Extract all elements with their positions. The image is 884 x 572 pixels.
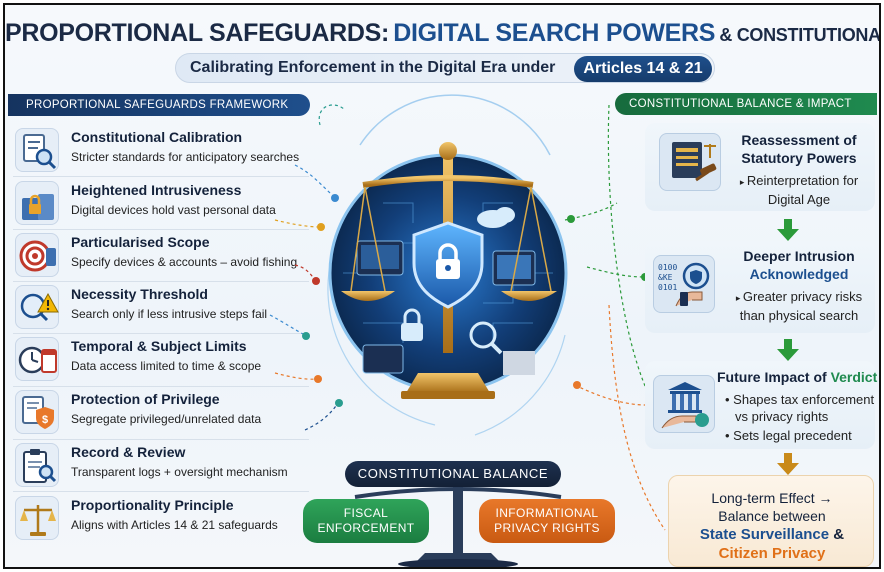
- articles-pill: Articles 14 & 21: [574, 56, 712, 82]
- ampersand-text: &: [833, 526, 845, 543]
- card3-bullet2: Sets legal precedent: [733, 428, 852, 443]
- card3-bullets: • Shapes tax enforcement vs privacy righ…: [719, 391, 875, 444]
- card3-bullet1-line1: Shapes tax enforcement: [733, 392, 875, 407]
- framework-item-heading: Necessity Threshold: [71, 286, 208, 302]
- subtitle-banner: Calibrating Enforcement in the Digital E…: [175, 53, 715, 83]
- scales-icon: [15, 496, 59, 540]
- framework-item: Particularised Scope Specify devices & a…: [11, 231, 321, 281]
- framework-item-heading: Record & Review: [71, 444, 186, 460]
- framework-item: Proportionality Principle Aligns with Ar…: [11, 494, 321, 544]
- shield-document-icon: $: [15, 390, 59, 434]
- impact-card-statutory: Reassessment of Statutory Powers ▸ Reint…: [645, 123, 875, 211]
- card3-title-accent: Verdict: [830, 369, 878, 385]
- divider: [13, 176, 309, 177]
- final-line4: Citizen Privacy: [718, 545, 826, 562]
- svg-text:$: $: [42, 414, 48, 426]
- warning-magnifier-icon: [15, 285, 59, 329]
- framework-item-heading: Heightened Intrusiveness: [71, 182, 242, 198]
- framework-item-heading: Proportionality Principle: [71, 497, 234, 513]
- bullet-arrow-icon: ▸: [735, 293, 743, 303]
- framework-item-desc: Search only if less intrusive steps fail: [71, 307, 268, 321]
- framework-item-desc: Transparent logs + oversight mechanism: [71, 465, 288, 479]
- divider: [13, 491, 309, 492]
- framework-item-desc: Specify devices & accounts – avoid fishi…: [71, 255, 298, 269]
- privacy-line2: PRIVACY RIGHTS: [494, 521, 600, 535]
- framework-item-heading: Protection of Privilege: [71, 391, 220, 407]
- card2-title-line2: Acknowledged: [749, 266, 849, 282]
- divider: [13, 333, 309, 334]
- framework-item: Heightened Intrusiveness Digital devices…: [11, 179, 321, 229]
- clipboard-magnifier-icon: [15, 443, 59, 487]
- bottom-scale-illustration: [354, 485, 562, 567]
- svg-text:&KE: &KE: [658, 273, 673, 282]
- framework-item-desc: Digital devices hold vast personal data: [71, 203, 276, 217]
- framework-header: PROPORTIONAL SAFEGUARDS FRAMEWORK: [8, 94, 310, 116]
- framework-item: Record & Review Transparent logs + overs…: [11, 441, 321, 491]
- framework-item-desc: Stricter standards for anticipatory sear…: [71, 150, 300, 164]
- down-arrow-icon: [777, 339, 799, 361]
- bullet-arrow-icon: ▸: [739, 177, 747, 187]
- divider: [13, 439, 309, 440]
- framework-item-heading: Particularised Scope: [71, 234, 210, 250]
- card2-bullet: ▸ Greater privacy risks than physical se…: [727, 288, 871, 324]
- card3-title-text: Future Impact of: [717, 369, 827, 385]
- divider: [13, 229, 309, 230]
- card1-title-line1: Reassessment of: [741, 132, 857, 148]
- card1-title: Reassessment of Statutory Powers: [727, 131, 871, 167]
- framework-item-heading: Constitutional Calibration: [71, 129, 243, 145]
- framework-item-heading: Temporal & Subject Limits: [71, 338, 247, 354]
- institution-hand-icon: [653, 375, 715, 433]
- down-arrow-icon: [777, 219, 799, 241]
- infographic-frame: PROPORTIONAL SAFEGUARDS: DIGITAL SEARCH …: [3, 3, 881, 569]
- framework-item: Necessity Threshold Search only if less …: [11, 283, 321, 333]
- card2-title-line1: Deeper Intrusion: [743, 248, 855, 264]
- constitutional-balance-label: CONSTITUTIONAL BALANCE: [345, 461, 561, 487]
- title-part2: DIGITAL SEARCH POWERS: [393, 19, 716, 47]
- card3-bullet1-line2: vs privacy rights: [735, 409, 829, 424]
- fiscal-line1: FISCAL: [343, 506, 389, 520]
- state-surveillance-text: State Surveillance: [699, 526, 830, 543]
- card1-bullet: ▸ Reinterpretation for Digital Age: [727, 172, 871, 208]
- framework-item: Temporal & Subject Limits Data access li…: [11, 335, 321, 385]
- title-part1: PROPORTIONAL SAFEGUARDS:: [5, 19, 390, 47]
- down-arrow-icon: [777, 453, 799, 475]
- fiscal-enforcement-box: FISCAL ENFORCEMENT: [303, 499, 429, 543]
- fiscal-line2: ENFORCEMENT: [317, 521, 415, 535]
- courthouse-gavel-icon: [659, 133, 721, 191]
- final-line1: Long-term Effect →: [711, 490, 833, 506]
- clock-calendar-icon: [15, 337, 59, 381]
- privacy-line1: INFORMATIONAL: [495, 506, 599, 520]
- impact-header: CONSTITUTIONAL BALANCE & IMPACT: [615, 93, 877, 115]
- page-title: PROPORTIONAL SAFEGUARDS: DIGITAL SEARCH …: [5, 19, 879, 48]
- subtitle-text: Calibrating Enforcement in the Digital E…: [190, 59, 556, 76]
- final-line3: State Surveillance &: [669, 526, 875, 543]
- framework-item-desc: Aligns with Articles 14 & 21 safeguards: [71, 518, 278, 532]
- privacy-rights-box: INFORMATIONAL PRIVACY RIGHTS: [479, 499, 615, 543]
- card1-bullet-line2: Digital Age: [767, 192, 831, 207]
- target-icon: [15, 233, 59, 277]
- final-line2: Balance between: [718, 508, 826, 524]
- central-scales-illustration: [323, 123, 573, 413]
- card1-title-line2: Statutory Powers: [741, 150, 857, 166]
- card2-bullet-line2: than physical search: [739, 308, 859, 323]
- card3-title: Future Impact of Verdict: [717, 369, 877, 385]
- document-magnifier-icon: [15, 128, 59, 172]
- framework-item: $ Protection of Privilege Segregate priv…: [11, 388, 321, 438]
- framework-item-desc: Segregate privileged/unrelated data: [71, 412, 262, 426]
- svg-text:0100: 0100: [658, 263, 677, 272]
- locked-devices-icon: [15, 181, 59, 225]
- card1-bullet-line1: Reinterpretation for: [746, 173, 859, 188]
- divider: [13, 386, 309, 387]
- svg-text:0101: 0101: [658, 283, 677, 292]
- divider: [13, 281, 309, 282]
- long-term-effect-box: Long-term Effect → Balance between State…: [668, 475, 874, 567]
- impact-card-verdict: Future Impact of Verdict • Shapes tax en…: [645, 361, 877, 449]
- framework-item: Constitutional Calibration Stricter stan…: [11, 126, 321, 176]
- framework-item-desc: Data access limited to time & scope: [71, 359, 262, 373]
- card2-title: Deeper Intrusion Acknowledged: [727, 247, 871, 283]
- card2-bullet-line1: Greater privacy risks: [742, 289, 863, 304]
- title-part3: & CONSTITUTIONAL BALANCE: [719, 25, 881, 45]
